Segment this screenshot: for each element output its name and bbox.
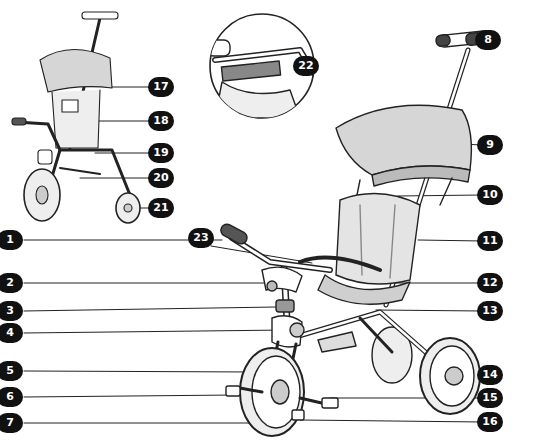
callout-number: 6 xyxy=(0,387,23,407)
callout-number: 18 xyxy=(148,111,174,131)
callout-number: 7 xyxy=(0,413,23,433)
callout-number: 13 xyxy=(477,301,503,321)
callout-number: 12 xyxy=(477,273,503,293)
callout-number: 21 xyxy=(148,198,174,218)
callout-number: 17 xyxy=(148,77,174,97)
callout-number: 15 xyxy=(477,388,503,408)
callout-number: 1 xyxy=(0,230,23,250)
callout-number: 9 xyxy=(477,135,503,155)
callout-number: 3 xyxy=(0,301,23,321)
callout-number: 10 xyxy=(477,185,503,205)
callout-number: 11 xyxy=(477,231,503,251)
callout-number: 14 xyxy=(477,365,503,385)
callout-number: 4 xyxy=(0,323,23,343)
callout-number: 22 xyxy=(293,56,319,76)
callout-number: 19 xyxy=(148,143,174,163)
callout-number: 20 xyxy=(148,168,174,188)
callout-number: 2 xyxy=(0,273,23,293)
callout-number: 5 xyxy=(0,361,23,381)
callout-number: 16 xyxy=(477,412,503,432)
callout-number: 8 xyxy=(475,30,501,50)
callout-number: 23 xyxy=(188,228,214,248)
